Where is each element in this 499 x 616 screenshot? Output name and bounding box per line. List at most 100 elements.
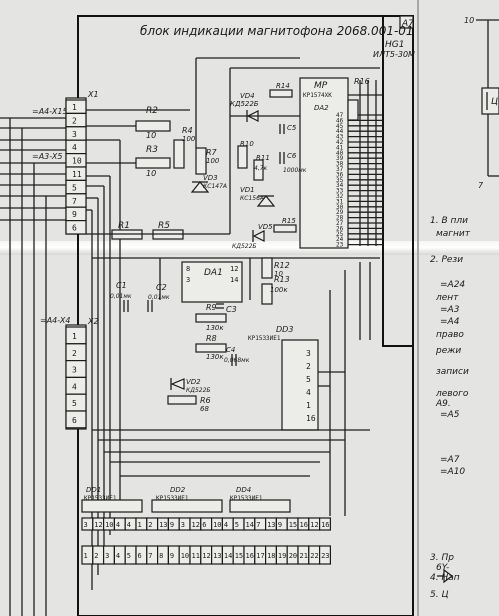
dd3-pin-number: 2 bbox=[306, 362, 311, 371]
right-note-line: =A5 bbox=[440, 410, 460, 420]
svg-text:R7: R7 bbox=[206, 148, 218, 157]
right-note-line: =A24 bbox=[440, 280, 465, 290]
x1-pin-number: 2 bbox=[72, 116, 77, 125]
svg-text:R6: R6 bbox=[200, 396, 211, 405]
svg-text:0,01мк: 0,01мк bbox=[148, 294, 170, 301]
mp-pin-number: 35 bbox=[336, 177, 344, 184]
x2-pin-number: 6 bbox=[72, 416, 77, 425]
capacitor-c4: C4 0,068мк bbox=[224, 346, 250, 366]
x1-pin-number: 9 bbox=[72, 210, 77, 219]
mp-pin-number: 31 bbox=[336, 198, 344, 205]
svg-text:КР1533ИЕ1: КР1533ИЕ1 bbox=[84, 495, 117, 502]
ic-dd3-label: DD3 bbox=[276, 325, 293, 334]
svg-text:R8: R8 bbox=[206, 334, 217, 343]
svg-text:КС156А: КС156А bbox=[240, 195, 264, 202]
ic-dd1: DD1 КР1533ИЕ1 bbox=[81, 486, 143, 513]
resistor-r13: R13 100к bbox=[261, 275, 290, 305]
right-note-line: левого bbox=[435, 389, 469, 399]
svg-text:КД522Б: КД522Б bbox=[230, 100, 259, 108]
bottom-bot-pin-number: 20 bbox=[289, 552, 297, 560]
resistor-r15: R15 bbox=[273, 217, 297, 233]
right-note-line: A9. bbox=[435, 399, 451, 409]
bottom-bot-pin-number: 10 bbox=[181, 552, 189, 560]
svg-text:100: 100 bbox=[182, 135, 196, 143]
ic-dd4: DD4 КР1533ИЕ1 bbox=[229, 486, 291, 513]
bottom-top-pin-number: 10 bbox=[105, 521, 113, 529]
bottom-top-pin-number: 4 bbox=[127, 521, 131, 529]
bottom-top-pin-number: 12 bbox=[192, 521, 200, 529]
svg-text:100: 100 bbox=[206, 157, 220, 165]
resistor-r1: R1 bbox=[111, 221, 143, 240]
diode-vd2: VD2 КД522Б bbox=[170, 378, 211, 394]
dd3-pin-number: 5 bbox=[306, 375, 311, 384]
bottom-bot-pin-number: 4 bbox=[116, 552, 120, 560]
right-note-line: 1. В пли bbox=[430, 216, 468, 226]
diode-vd5: VD5 КД522Б bbox=[232, 223, 273, 250]
svg-text:КР1533ИЕ1: КР1533ИЕ1 bbox=[156, 495, 189, 502]
resistor-r2: R2 10 bbox=[135, 106, 171, 140]
x1-pin-number: 11 bbox=[72, 170, 82, 179]
bottom-top-pin-number: 13 bbox=[159, 521, 167, 529]
right-note-line: 6Y- bbox=[436, 563, 449, 573]
bottom-bot-pin-number: 16 bbox=[246, 552, 254, 560]
bottom-bot-pin-number: 19 bbox=[278, 552, 286, 560]
svg-text:R13: R13 bbox=[274, 275, 290, 284]
svg-text:R5: R5 bbox=[158, 221, 170, 231]
mp-pin-number: 37 bbox=[336, 166, 344, 173]
bottom-bot-pin-number: 21 bbox=[300, 552, 308, 560]
svg-text:3: 3 bbox=[186, 276, 190, 284]
bottom-bot-pin-number: 17 bbox=[256, 552, 264, 560]
lower-wires bbox=[92, 262, 371, 516]
svg-text:R16: R16 bbox=[354, 77, 370, 86]
mp-pin-number: 44 bbox=[336, 128, 344, 135]
bottom-top-pin-number: 13 bbox=[267, 521, 275, 529]
svg-text:8: 8 bbox=[186, 265, 190, 273]
mp-pin-number: 39 bbox=[336, 155, 344, 162]
svg-text:14: 14 bbox=[230, 276, 238, 284]
conn-ref-1: =A4-X15 bbox=[32, 107, 68, 116]
mp-pin-number: 36 bbox=[336, 171, 344, 178]
resistor-r7: R7 100 bbox=[195, 147, 220, 175]
mp-pin-number: 41 bbox=[336, 144, 344, 151]
svg-text:R12: R12 bbox=[274, 261, 290, 270]
bottom-bot-pin-number: 2 bbox=[94, 552, 98, 560]
mp-pin-number: 29 bbox=[336, 209, 344, 216]
dd3-pin-number: 3 bbox=[306, 349, 311, 358]
right-note-line: магнит bbox=[436, 229, 471, 239]
svg-text:КС147А: КС147А bbox=[203, 183, 227, 190]
bottom-top-pin-number: 16 bbox=[300, 521, 308, 529]
bottom-bot-pin-number: 3 bbox=[105, 552, 109, 560]
svg-text:C3: C3 bbox=[226, 305, 237, 314]
dd3-pin-number: 1 bbox=[306, 401, 311, 410]
svg-text:КР1533ИЕ1: КР1533ИЕ1 bbox=[230, 495, 263, 502]
resistor-r10: R10 bbox=[237, 140, 254, 169]
svg-text:DD2: DD2 bbox=[170, 486, 186, 494]
x2-pin-number: 2 bbox=[72, 349, 77, 358]
resistor-r11: R11 4,7к bbox=[253, 154, 270, 181]
bottom-bot-pin-number: 14 bbox=[224, 552, 232, 560]
x1-pin-number: 7 bbox=[72, 197, 77, 206]
bottom-top-pin-number: 3 bbox=[181, 521, 185, 529]
zener-vd3: VD3 КС147А bbox=[190, 174, 227, 193]
svg-text:VD4: VD4 bbox=[240, 92, 255, 100]
resistor-r12: R12 10 bbox=[261, 257, 290, 279]
right-pin-7: 7 bbox=[478, 181, 484, 190]
svg-text:R1: R1 bbox=[118, 221, 130, 231]
incoming-bus-x1 bbox=[0, 117, 66, 616]
capacitor-c3: C3 bbox=[216, 303, 237, 314]
resistor-r5: R5 bbox=[152, 221, 184, 240]
mp-pin-number: 45 bbox=[336, 123, 344, 130]
right-note-line: =A3 bbox=[440, 305, 460, 315]
bottom-top-pin-number: 5 bbox=[235, 521, 239, 529]
bottom-bot-pin-number: 6 bbox=[138, 552, 142, 560]
svg-text:VD5: VD5 bbox=[258, 223, 273, 231]
svg-text:R3: R3 bbox=[146, 145, 158, 155]
svg-text:R11: R11 bbox=[256, 154, 270, 162]
hg-frame bbox=[382, 15, 414, 347]
resistor-r14: R14 bbox=[269, 82, 293, 98]
mp-pin-number: 40 bbox=[336, 150, 344, 157]
